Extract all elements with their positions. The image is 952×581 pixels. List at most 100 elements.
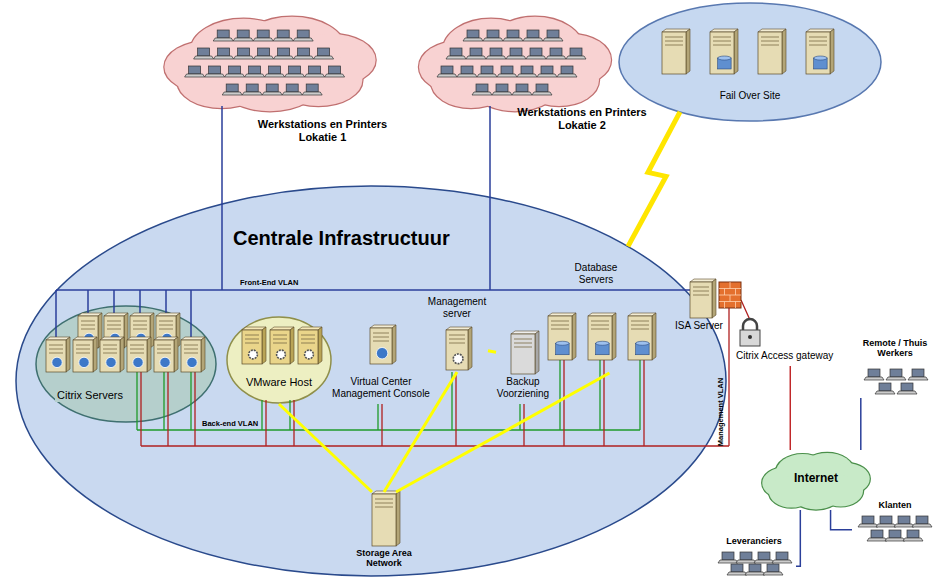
server-top <box>710 29 738 32</box>
laptop-base <box>512 92 532 95</box>
cloud-lobe <box>178 56 266 108</box>
ellipse-shape <box>16 186 726 576</box>
drive-bay <box>81 321 95 322</box>
laptop-screen <box>198 48 210 56</box>
laptop-icon <box>886 369 906 380</box>
server-icon <box>46 337 70 372</box>
server-icon <box>270 327 294 364</box>
cloud-lobe <box>431 56 511 108</box>
drive-bay <box>107 321 121 322</box>
laptop-base <box>537 74 557 77</box>
laptop-screen <box>561 66 573 74</box>
server-front <box>806 32 830 74</box>
cloud-outline <box>415 12 615 112</box>
drive-bay <box>130 349 144 350</box>
globe-badge <box>160 357 170 367</box>
node-label: Management server <box>426 296 488 319</box>
laptop-screen <box>318 48 330 56</box>
server-side <box>612 313 616 360</box>
laptop-screen <box>217 30 229 38</box>
ellipse-outline <box>35 305 217 423</box>
drive-bay <box>103 345 117 346</box>
laptop-base <box>908 377 928 380</box>
drive-bay <box>375 503 393 504</box>
server-side <box>734 29 738 74</box>
server-icon <box>662 29 690 74</box>
laptop-icon <box>912 516 932 527</box>
laptop-screen <box>547 30 559 38</box>
laptop-base <box>245 74 265 77</box>
laptop-screen <box>862 516 874 524</box>
firewall-icon <box>719 282 741 308</box>
server-front <box>588 316 612 360</box>
laptop-base <box>466 56 486 59</box>
node-label: VMware Host <box>234 376 324 389</box>
laptop-screen <box>507 30 519 38</box>
node-label: Remote / Thuis Werkers <box>860 338 930 359</box>
laptop-base <box>254 56 274 59</box>
laptop-base <box>876 524 896 527</box>
server-icon <box>127 337 151 372</box>
laptop-base <box>302 92 322 95</box>
node-label: Klanten <box>852 500 938 510</box>
laptop-screen <box>269 66 281 74</box>
drive-bay <box>449 335 465 336</box>
laptop-base <box>205 74 225 77</box>
drive-bay <box>761 37 779 38</box>
laptop-screen <box>226 84 238 92</box>
drive-bay <box>693 291 709 292</box>
server-side <box>686 29 690 74</box>
drive-bay <box>449 343 465 344</box>
brick-joint <box>719 288 741 289</box>
node-label: Centrale Infrastructuur <box>233 227 503 250</box>
laptop-screen <box>209 66 221 74</box>
drive-bay <box>591 321 609 322</box>
drive-bay <box>107 325 121 326</box>
gateway-node: Citrix Access gateway <box>736 316 854 366</box>
laptop-base <box>483 38 503 41</box>
brick-joint <box>724 302 725 309</box>
laptop-screen <box>758 552 770 560</box>
server-side <box>318 327 322 364</box>
drive-bay <box>809 45 827 46</box>
laptop-icon <box>736 552 756 563</box>
laptop-screen <box>476 84 488 92</box>
server-side <box>392 325 396 364</box>
drive-bay <box>375 499 393 500</box>
drive-bay <box>273 339 287 340</box>
laptop-icon <box>894 516 914 527</box>
lock-shackle <box>743 319 757 331</box>
drive-bay <box>631 325 649 326</box>
globe-badge <box>376 347 387 358</box>
laptop-base <box>858 524 878 527</box>
server-front <box>127 340 147 372</box>
brick-joint <box>724 289 725 296</box>
drive-bay <box>375 507 393 508</box>
vlan-label: Front-End VLAN <box>240 279 298 287</box>
infrastructure-ellipse: Centrale InfrastructuurCitrix ServersVMw… <box>15 185 727 577</box>
laptop-screen <box>731 564 743 572</box>
drive-bay <box>591 329 609 330</box>
drive-bay <box>809 41 827 42</box>
database-badge-top <box>636 341 649 345</box>
server-top <box>511 331 539 334</box>
laptop-screen <box>912 369 924 377</box>
server-side <box>201 337 205 372</box>
laptop-base <box>262 92 282 95</box>
laptop-base <box>293 38 313 41</box>
drive-bay <box>713 45 731 46</box>
server-top <box>662 29 690 32</box>
laptop-icon <box>858 516 878 527</box>
site-ellipse: Fail Over Site <box>618 2 882 122</box>
laptop-base <box>517 74 537 77</box>
laptop-screen <box>309 66 321 74</box>
server-side <box>396 491 400 546</box>
laptop-icon <box>718 552 738 563</box>
lock-keyhole <box>748 335 752 339</box>
drive-bay <box>76 345 90 346</box>
server-icon <box>372 491 400 546</box>
laptop-screen <box>868 369 880 377</box>
laptop-screen <box>776 552 788 560</box>
laptop-base <box>503 38 523 41</box>
server-icon <box>548 313 576 360</box>
